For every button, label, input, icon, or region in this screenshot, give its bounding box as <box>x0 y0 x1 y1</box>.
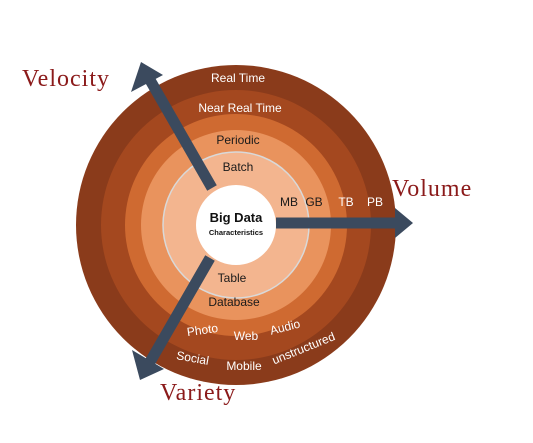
label-pb: PB <box>367 195 383 209</box>
label-photo: Photo <box>186 321 219 339</box>
label-near-real-time: Near Real Time <box>198 101 282 115</box>
label-mb: MB <box>280 195 298 209</box>
label-mobile: Mobile <box>226 359 262 373</box>
label-gb: GB <box>305 195 322 209</box>
axis-label-velocity: Velocity <box>22 66 110 92</box>
velocity-arrow-head <box>131 62 163 92</box>
center-title: Big Data <box>210 210 264 225</box>
label-tb: TB <box>338 195 353 209</box>
center-circle <box>196 185 276 265</box>
label-database: Database <box>208 295 260 309</box>
label-real-time: Real Time <box>211 71 265 85</box>
velocity-arrow-shaft <box>145 77 217 191</box>
label-social: Social <box>175 348 210 367</box>
variety-arrow-head <box>132 350 164 380</box>
label-table: Table <box>218 271 247 285</box>
center-subtitle: Characteristics <box>209 228 263 237</box>
variety-arrow-shaft <box>145 255 215 365</box>
arrows <box>131 62 413 380</box>
label-batch: Batch <box>223 160 254 174</box>
label-periodic: Periodic <box>216 133 259 147</box>
axis-label-variety: Variety <box>160 380 236 406</box>
label-web: Web <box>234 329 259 343</box>
volume-arrow-head <box>395 208 413 238</box>
axis-label-volume: Volume <box>392 176 472 202</box>
